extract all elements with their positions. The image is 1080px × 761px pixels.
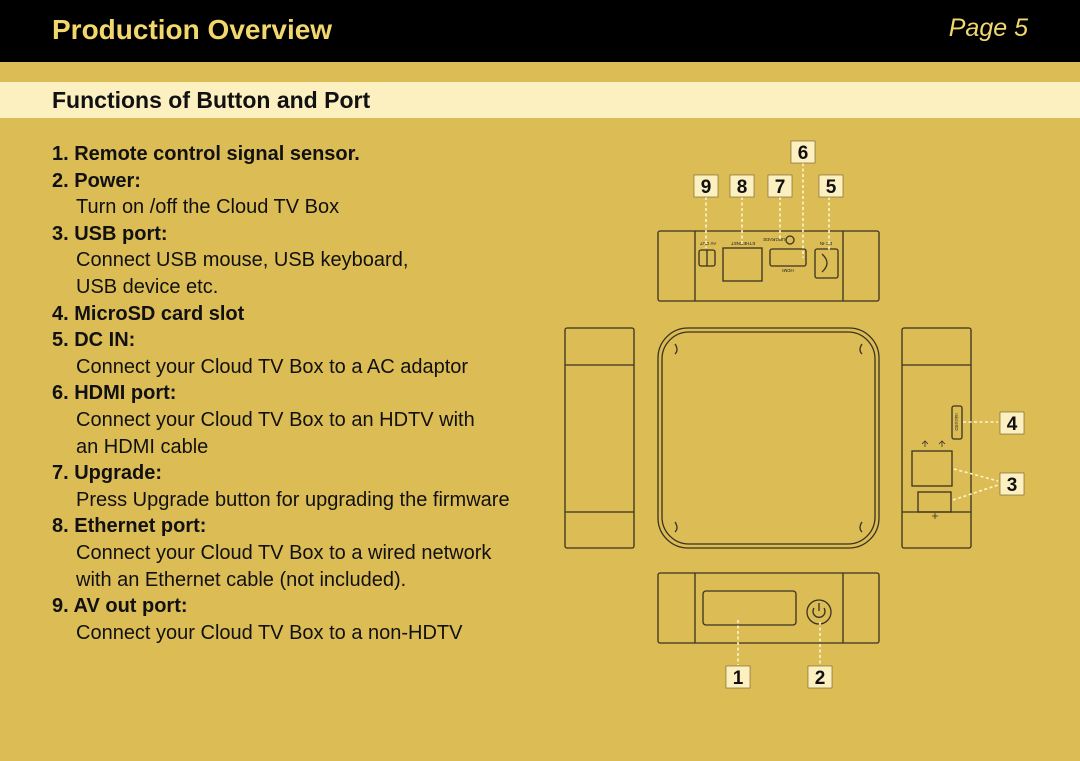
function-item-7: 7. Upgrade: Press Upgrade button for upg… [52,460,572,513]
function-head: 7. Upgrade: [52,462,163,485]
power-icon [806,599,832,625]
function-item-8: 8. Ethernet port: Connect your Cloud TV … [52,513,572,593]
function-desc: Connect your Cloud TV Box to an HDTV wit… [76,408,475,431]
callout-9: 9 [701,177,712,198]
function-desc: Turn on /off the Cloud TV Box [76,196,340,219]
ir-sensor-window [702,590,797,626]
callout-8: 8 [737,177,748,198]
function-desc: Press Upgrade button for upgrading the f… [76,488,510,511]
usb-port-upper [911,450,953,487]
function-head: 3. USB port: [52,222,168,245]
section-title: Functions of Button and Port [52,87,371,113]
usb-port-lower [917,491,952,513]
function-desc: an HDMI cable [76,435,209,458]
function-item-2: 2. Power: Turn on /off the Cloud TV Box [52,168,572,221]
function-item-3: 3. USB port: Connect USB mouse, USB keyb… [52,221,572,301]
upgrade-button [785,235,795,245]
microsd-label: microSD [954,413,959,431]
function-item-1: 1. Remote control signal sensor. [52,141,572,168]
upgrade-label: UPGRADE [763,237,785,242]
function-item-5: 5. DC IN: Connect your Cloud TV Box to a… [52,327,572,380]
page-title: Production Overview [52,14,333,45]
microsd-slot [951,405,963,440]
function-head: 9. AV out port: [52,595,188,618]
leader-lines [705,163,999,665]
function-desc: with an Ethernet cable (not included). [76,568,407,591]
function-head: 2. Power: [52,169,141,192]
function-head: 8. Ethernet port: [52,515,207,538]
hdmi-label: HDMI [782,268,794,273]
function-desc: Connect your Cloud TV Box to a wired net… [76,541,492,564]
function-desc: USB device etc. [76,275,219,298]
device-top-view [657,327,880,549]
ethernet-label: ETHERNET [731,241,756,246]
device-left-side-view [564,327,635,549]
usb-icon [921,440,946,519]
function-desc: Connect your Cloud TV Box to a non-HDTV [76,621,463,644]
callout-6: 6 [798,143,809,164]
function-head: 6. HDMI port: [52,382,177,405]
function-list: 1. Remote control signal sensor. 2. Powe… [52,141,572,646]
dc-in-port [814,248,839,279]
dc-in-label: DC-IN [820,241,833,246]
device-rear-view [657,230,880,302]
device-right-side-view [901,327,972,549]
callout-4: 4 [1007,414,1018,435]
page-number: Page 5 [948,14,1028,42]
device-front-view [657,572,880,644]
callout-3: 3 [1007,475,1018,496]
function-head: 5. DC IN: [52,329,136,352]
function-item-4: 4. MicroSD card slot [52,301,572,328]
function-item-6: 6. HDMI port: Connect your Cloud TV Box … [52,380,572,460]
callout-2: 2 [815,668,826,689]
callout-5: 5 [826,177,837,198]
function-head: 4. MicroSD card slot [52,302,245,325]
section-bar: Functions of Button and Port [0,82,1080,118]
av-out-label: AV OUT [700,241,717,246]
hdmi-port [769,248,807,267]
ethernet-port [722,247,763,282]
function-head: 1. Remote control signal sensor. [52,143,360,165]
callout-7: 7 [775,177,786,198]
callout-1: 1 [733,668,744,689]
page-header: Production Overview Page 5 [0,0,1080,62]
function-desc: Connect your Cloud TV Box to a AC adapto… [76,355,469,378]
function-item-9: 9. AV out port: Connect your Cloud TV Bo… [52,593,572,646]
function-desc: Connect USB mouse, USB keyboard, [76,249,409,272]
